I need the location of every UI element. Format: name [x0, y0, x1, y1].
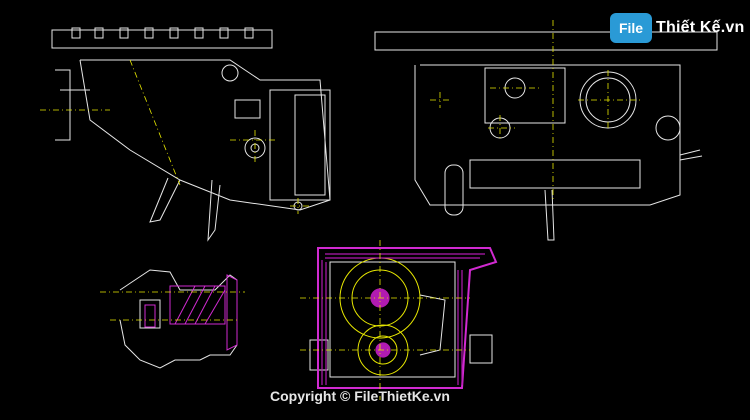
small-section-hatch — [144, 274, 238, 351]
gearbox-centerlines — [300, 240, 470, 400]
front-view-drawing — [374, 31, 718, 241]
gearbox-hatch — [317, 247, 498, 389]
site-logo[interactable]: File Thiết Kế.vn — [610, 12, 744, 44]
small-section-drawing — [119, 269, 238, 369]
front-view-centerlines — [430, 20, 640, 200]
gearbox-section-drawing — [309, 247, 497, 389]
copyright-watermark: Copyright © FileThietKe.vn — [270, 388, 450, 404]
logo-badge: File — [610, 13, 652, 43]
side-view-centerlines — [40, 59, 310, 214]
side-view-drawing — [51, 27, 331, 242]
small-section-centerlines — [100, 291, 245, 321]
logo-brand-text: Thiết Kế.vn — [656, 19, 745, 36]
